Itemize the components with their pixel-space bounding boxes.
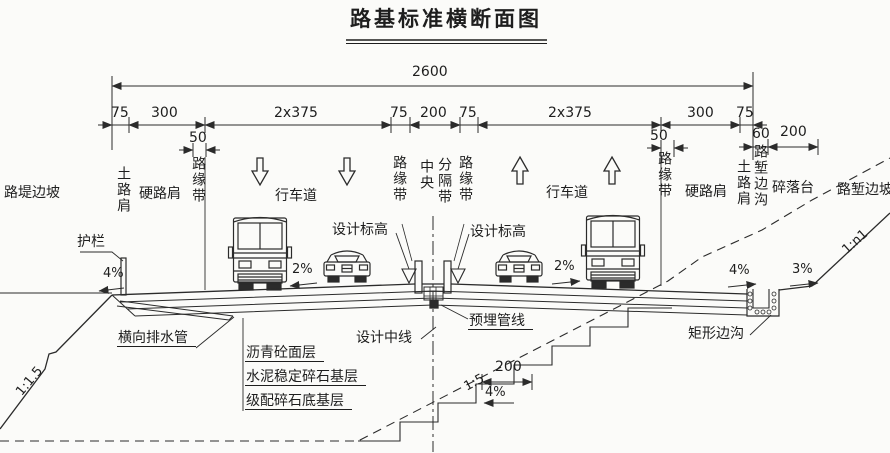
- label-cut-ditch: 路堑边沟: [753, 144, 770, 208]
- label-debris-platform: 碎落台: [772, 179, 814, 195]
- label-curb-band-left: 路缘带: [191, 156, 208, 204]
- dim-300-2: 300: [687, 105, 714, 121]
- label-soil-shoulder-right: 土路肩: [736, 159, 753, 207]
- dim-60: 60: [752, 126, 770, 142]
- dim-200-bench: 200: [495, 359, 522, 375]
- bus-right-icon: [580, 214, 646, 289]
- label-design-elevation-left: 设计标高: [332, 221, 388, 237]
- dim-50-right: 50: [650, 128, 668, 144]
- dim-total: 2600: [412, 64, 448, 80]
- dim-75-4: 75: [736, 105, 754, 121]
- dim-2x375-1: 2x375: [274, 105, 318, 121]
- slope-lane-left: 2%: [292, 262, 313, 277]
- slope-indicator-lines: [98, 278, 819, 407]
- label-hard-shoulder-left: 硬路肩: [139, 185, 181, 201]
- traffic-direction-arrows: [251, 156, 621, 186]
- dim-200-right: 200: [780, 124, 807, 140]
- slope-shoulder-left: 4%: [103, 266, 124, 281]
- dim-300-1: 300: [151, 105, 178, 121]
- ground-and-center-lines: [0, 157, 890, 452]
- label-median-col1: 中央: [419, 159, 436, 191]
- dim-2x375-2: 2x375: [548, 105, 592, 121]
- dim-200-1: 200: [420, 105, 447, 121]
- label-curb-band-mid-right: 路缘带: [458, 155, 475, 203]
- label-transverse-drain: 横向排水管: [117, 329, 196, 348]
- label-curb-band-right: 路缘带: [657, 151, 674, 199]
- dim-75-1: 75: [111, 105, 129, 121]
- slope-lane-right: 2%: [554, 259, 575, 274]
- label-design-centerline: 设计中线: [356, 329, 412, 345]
- label-soil-shoulder-left: 土路肩: [116, 166, 133, 214]
- car-right-icon: [495, 250, 543, 283]
- dim-75-3: 75: [459, 105, 477, 121]
- car-left-icon: [323, 250, 371, 283]
- dimension-lines: [98, 72, 819, 290]
- label-buried-pipeline: 预埋管线: [468, 312, 533, 331]
- label-lane-right: 行车道: [546, 184, 588, 200]
- label-embankment-slope: 路堤边坡: [4, 184, 60, 200]
- slope-bench: 4%: [485, 385, 506, 400]
- title-underline: [346, 39, 547, 44]
- label-asphalt-surface: 沥青砼面层: [245, 344, 324, 363]
- slope-shoulder-right: 4%: [729, 263, 750, 278]
- label-lane-left: 行车道: [275, 187, 317, 203]
- label-curb-band-mid-left: 路缘带: [392, 155, 409, 203]
- dim-75-2: 75: [390, 105, 408, 121]
- label-design-elevation-right: 设计标高: [470, 223, 526, 239]
- label-rect-ditch: 矩形边沟: [688, 325, 744, 341]
- page-title: 路基标准横断面图: [350, 8, 542, 31]
- label-graded-subbase: 级配碎石底基层: [245, 392, 352, 411]
- label-median-col2: 分隔带: [437, 157, 454, 205]
- roadway-structure: [0, 212, 890, 442]
- label-cement-base: 水泥稳定碎石基层: [245, 368, 366, 387]
- slope-platform: 3%: [792, 262, 813, 277]
- label-cut-slope: 路堑边坡: [837, 181, 890, 197]
- dim-50-left: 50: [189, 130, 207, 146]
- bus-left-icon: [227, 216, 293, 291]
- label-hard-shoulder-right: 硬路肩: [685, 183, 727, 199]
- label-guardrail: 护栏: [77, 233, 105, 249]
